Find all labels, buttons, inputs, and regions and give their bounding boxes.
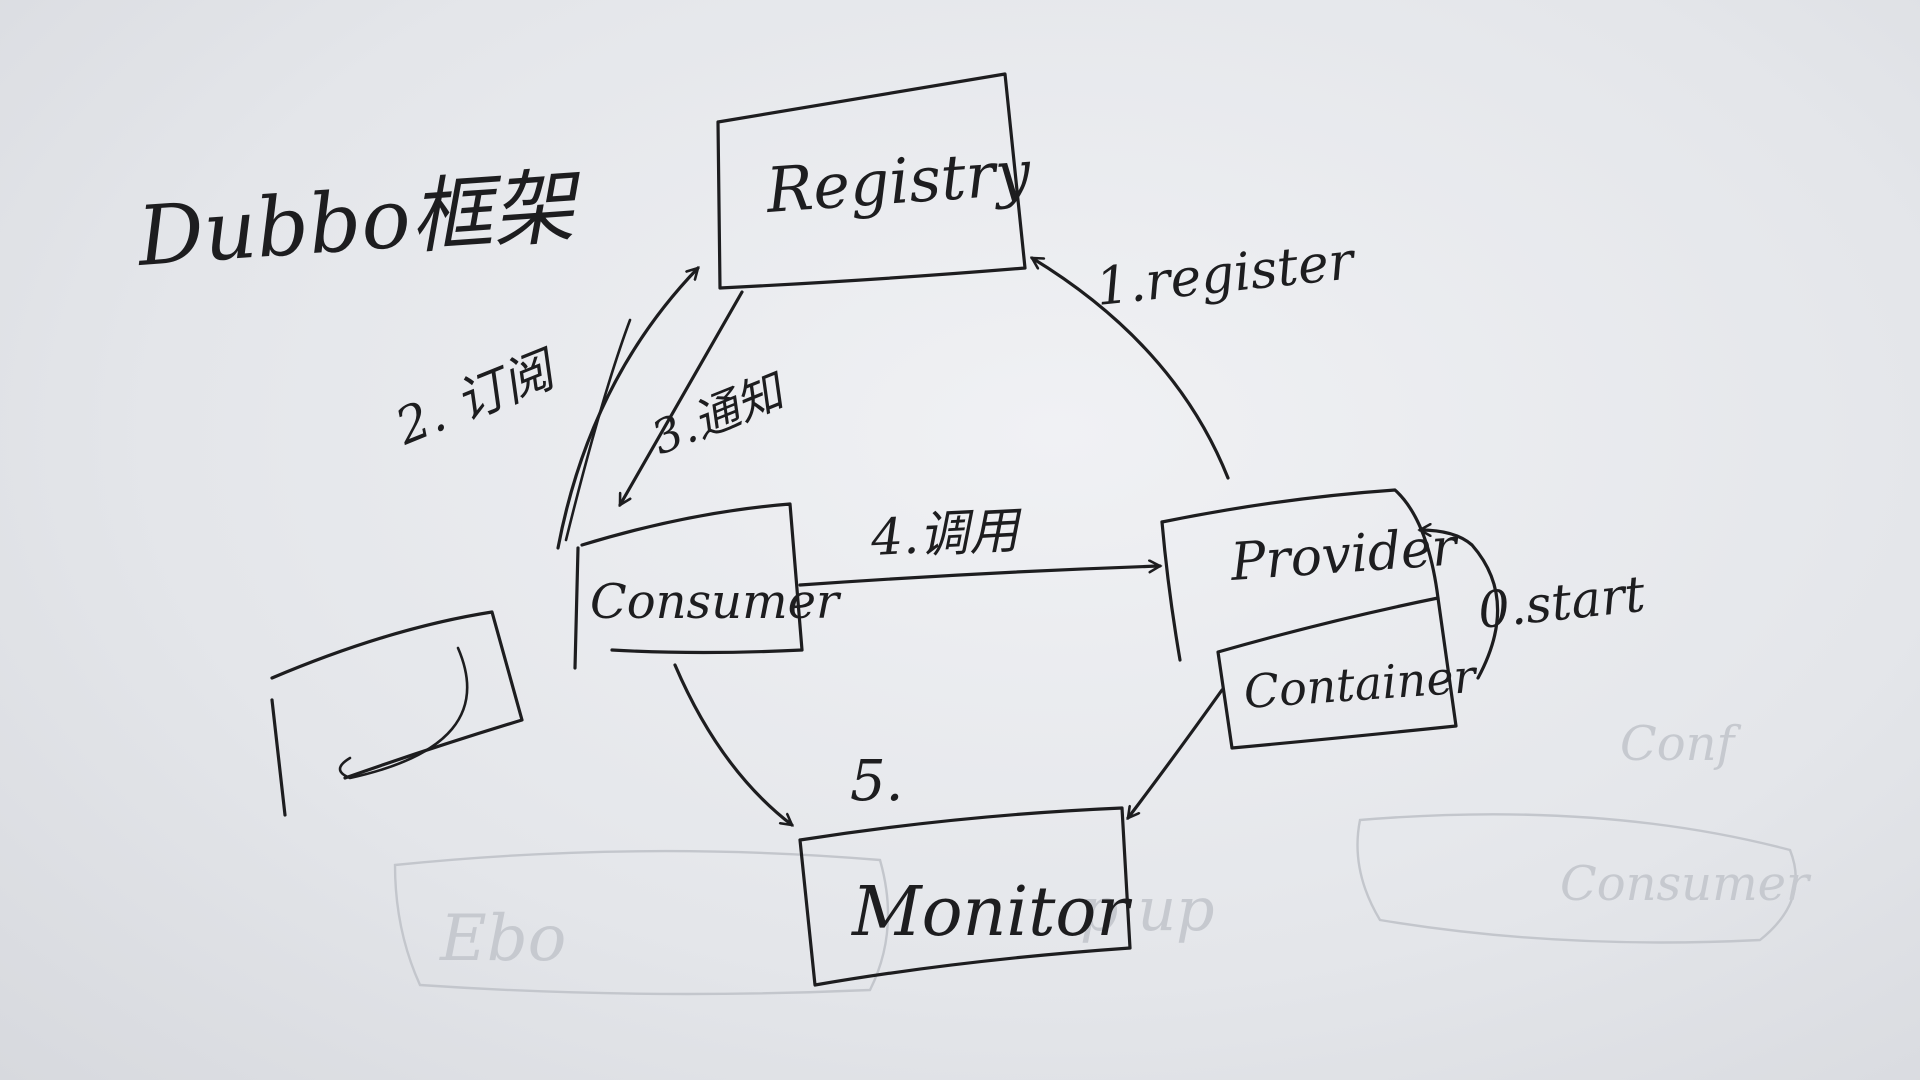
container-node: Container [1216, 596, 1480, 750]
consumer-label: Consumer [590, 574, 842, 630]
monitor-label: Monitor [850, 873, 1132, 952]
ghost-text-1: Ebo [439, 902, 566, 976]
edge-count-label: 5. [850, 749, 903, 814]
edge-invoke-label: 4.调用 [869, 501, 1025, 567]
edge-invoke: 4.调用 [798, 501, 1160, 587]
ghost-writing: Ebo p up Consumer Conf [393, 716, 1812, 996]
container-label: Container [1242, 649, 1480, 719]
consumer-node: Consumer [573, 502, 842, 670]
edge-register: 1.register [1032, 231, 1359, 480]
registry-node: Registry [716, 72, 1034, 290]
doodle-sketch [270, 610, 524, 817]
diagram-title: Dubbo框架 [133, 159, 586, 285]
provider-label: Provider [1228, 517, 1462, 593]
provider-node: Provider [1160, 488, 1462, 662]
ghost-text-4: Conf [1620, 716, 1742, 772]
edge-notify: 3.通知 [618, 290, 795, 505]
registry-label: Registry [763, 136, 1034, 227]
edge-start-label: 0.start [1475, 565, 1648, 640]
edge-count: 5. [673, 663, 1224, 825]
edge-register-label: 1.register [1093, 231, 1359, 318]
edge-subscribe-label: 2. 订阅 [387, 339, 567, 457]
ghost-text-3: Consumer [1560, 856, 1812, 912]
edge-subscribe: 2. 订阅 [387, 268, 698, 550]
monitor-node: Monitor [798, 806, 1132, 987]
edge-notify-label: 3.通知 [644, 362, 795, 465]
ghost-text-2: p up [1080, 875, 1215, 945]
